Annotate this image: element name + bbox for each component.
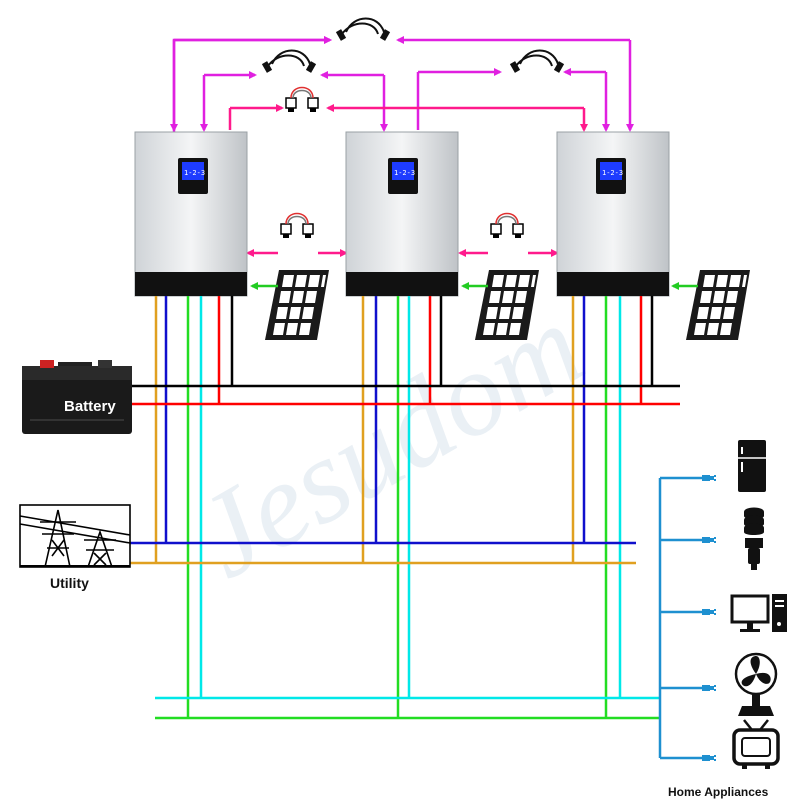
parallel-connector-icon-left (280, 212, 314, 239)
parallel-connector-icon-right (490, 212, 524, 239)
home-appliances-label: Home Appliances (668, 785, 769, 799)
battery-label: Battery (64, 398, 116, 415)
utility-tower-icon (19, 504, 131, 568)
plug-icon (702, 609, 716, 615)
appliance-bus (658, 476, 702, 760)
svg-text:1-2-3: 1-2-3 (394, 169, 415, 177)
utility-bus (128, 541, 636, 565)
computer-icon (730, 594, 787, 632)
plug-icon (702, 537, 716, 543)
utility-label: Utility (50, 575, 89, 591)
comm-cable-icon-right (508, 49, 566, 74)
battery-bus (130, 384, 680, 406)
fan-icon (734, 652, 778, 716)
tv-icon (732, 719, 780, 769)
parallel-connector-icon-top (285, 86, 319, 113)
comm-cable-icon-left (260, 49, 318, 74)
parallel-cables-top (228, 104, 588, 132)
plug-icon (702, 755, 716, 761)
solar-panel-icon-1 (265, 270, 329, 340)
comm-cable-icon-top (334, 17, 392, 42)
plug-icon (702, 475, 716, 481)
watermark-text: Jesudom (174, 278, 604, 603)
inverter-1: 1-2-3 (134, 131, 248, 297)
svg-text:1-2-3: 1-2-3 (184, 169, 205, 177)
inverter-3: 1-2-3 (556, 131, 670, 297)
battery-icon: Battery (22, 360, 132, 434)
refrigerator-icon (738, 440, 766, 492)
svg-text:1-2-3: 1-2-3 (602, 169, 623, 177)
output-bus (155, 696, 660, 720)
plug-icon (702, 685, 716, 691)
communication-cables (170, 36, 634, 132)
inverter-2: 1-2-3 (345, 131, 459, 297)
light-bulb-icon (744, 507, 764, 570)
solar-panel-icon-3 (686, 270, 750, 340)
